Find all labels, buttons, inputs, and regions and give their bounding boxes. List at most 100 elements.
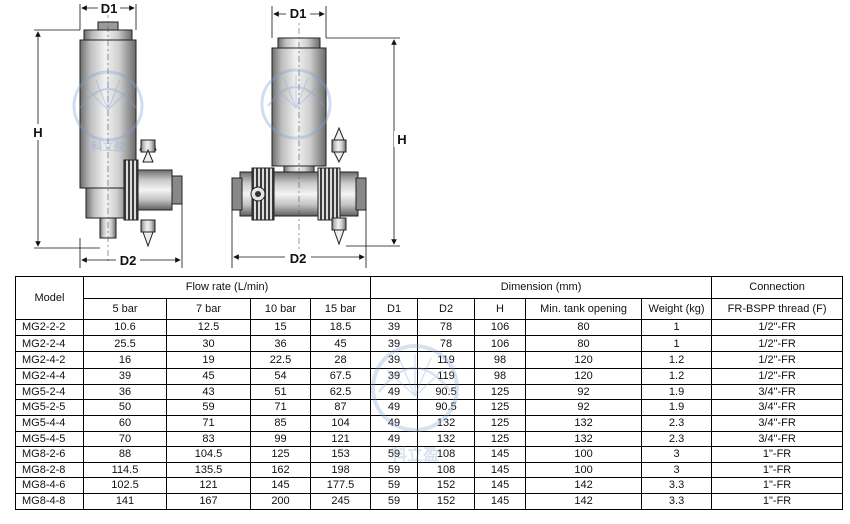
cell-weight: 2.3 <box>641 414 713 432</box>
cell-flow-7-bar: 104.5 <box>166 446 251 463</box>
cell-h: 106 <box>474 318 527 337</box>
cell-thread: 1/2"-FR <box>711 335 844 353</box>
cell-model: MG8-2-6 <box>15 446 84 463</box>
cell-weight: 1.2 <box>641 367 713 385</box>
cell-h: 125 <box>474 383 527 401</box>
cell-d1: 59 <box>370 446 419 463</box>
header-connection: Connection <box>711 276 844 299</box>
cell-h: 98 <box>474 351 527 369</box>
cell-thread: 1/2"-FR <box>711 318 844 337</box>
cell-h: 145 <box>474 461 527 479</box>
cell-d1: 39 <box>370 335 419 353</box>
cell-flow-15-bar: 177.5 <box>309 477 372 494</box>
cell-d2: 108 <box>417 446 476 463</box>
cell-flow-7-bar: 121 <box>166 477 251 494</box>
header-h: H <box>474 298 527 320</box>
cell-thread: 1"-FR <box>711 446 844 463</box>
header-7-bar: 7 bar <box>166 298 251 320</box>
cell-flow-7-bar: 83 <box>166 430 251 448</box>
cell-flow-5-bar: 10.6 <box>83 318 167 337</box>
cell-weight: 3.3 <box>641 492 713 510</box>
header-flow-rate: Flow rate (L/min) <box>82 276 372 299</box>
cell-d1: 49 <box>370 430 419 448</box>
cell-d2: 90.5 <box>417 399 476 416</box>
cell-min-tank-opening: 92 <box>525 383 643 401</box>
cell-flow-10-bar: 125 <box>250 446 311 463</box>
cell-flow-10-bar: 51 <box>250 383 311 401</box>
spec-table-container: Model Flow rate (L/min) Dimension (mm) C… <box>15 276 844 510</box>
header-dimension: Dimension (mm) <box>370 276 713 299</box>
cell-flow-5-bar: 50 <box>83 399 167 416</box>
cell-weight: 3 <box>641 446 713 463</box>
cell-d2: 119 <box>417 351 476 369</box>
cell-d1: 39 <box>370 367 419 385</box>
cell-weight: 1 <box>641 318 713 337</box>
spec-table: Model Flow rate (L/min) Dimension (mm) C… <box>15 276 844 510</box>
cell-h: 125 <box>474 430 527 448</box>
right-d1-label: D1 <box>290 6 307 21</box>
cell-model: MG2-4-4 <box>15 367 84 385</box>
cell-weight: 1.2 <box>641 351 713 369</box>
cell-d1: 49 <box>370 414 419 432</box>
cell-thread: 1"-FR <box>711 461 844 479</box>
cell-min-tank-opening: 120 <box>525 367 643 385</box>
cell-flow-15-bar: 62.5 <box>309 383 372 401</box>
cell-d1: 49 <box>370 399 419 416</box>
cell-d2: 78 <box>417 335 476 353</box>
cell-h: 145 <box>474 446 527 463</box>
cell-model: MG2-4-2 <box>15 351 84 369</box>
cell-thread: 3/4"-FR <box>711 399 844 416</box>
cell-model: MG5-2-4 <box>15 383 84 401</box>
cell-min-tank-opening: 100 <box>525 461 643 479</box>
cell-model: MG2-2-2 <box>15 318 84 337</box>
cell-flow-15-bar: 104 <box>309 414 372 432</box>
right-view: D1 H D2 <box>231 6 410 268</box>
cell-h: 106 <box>474 335 527 353</box>
cell-flow-7-bar: 59 <box>166 399 251 416</box>
cell-flow-7-bar: 12.5 <box>166 318 251 337</box>
cell-flow-15-bar: 153 <box>309 446 372 463</box>
cell-flow-7-bar: 43 <box>166 383 251 401</box>
cell-flow-10-bar: 22.5 <box>250 351 311 369</box>
cell-d2: 132 <box>417 414 476 432</box>
cell-flow-5-bar: 25.5 <box>83 335 167 353</box>
cell-d2: 90.5 <box>417 383 476 401</box>
right-h-label: H <box>397 132 406 147</box>
cell-flow-15-bar: 245 <box>309 492 372 510</box>
header-d2: D2 <box>417 298 476 320</box>
header-min-tank-opening: Min. tank opening <box>525 298 643 320</box>
cell-flow-5-bar: 36 <box>83 383 167 401</box>
header-weight: Weight (kg) <box>641 298 713 320</box>
cell-d2: 152 <box>417 492 476 510</box>
header-model: Model <box>15 276 84 320</box>
right-d2-label: D2 <box>290 251 307 266</box>
cell-flow-5-bar: 141 <box>83 492 167 510</box>
cell-model: MG8-2-8 <box>15 461 84 479</box>
cell-flow-10-bar: 54 <box>250 367 311 385</box>
cell-flow-5-bar: 60 <box>83 414 167 432</box>
cell-d1: 49 <box>370 383 419 401</box>
header-5-bar: 5 bar <box>83 298 167 320</box>
left-d2-label: D2 <box>120 253 137 268</box>
cell-flow-10-bar: 15 <box>250 318 311 337</box>
technical-drawing: D1 H D2 D1 <box>30 1 410 268</box>
cell-thread: 1/2"-FR <box>711 351 844 369</box>
cell-min-tank-opening: 142 <box>525 492 643 510</box>
left-view: D1 H D2 <box>30 1 183 268</box>
cell-flow-7-bar: 19 <box>166 351 251 369</box>
cell-flow-10-bar: 162 <box>250 461 311 479</box>
left-d1-label: D1 <box>101 1 118 16</box>
cell-flow-5-bar: 102.5 <box>83 477 167 494</box>
cell-weight: 2.3 <box>641 430 713 448</box>
cell-min-tank-opening: 80 <box>525 335 643 353</box>
watermark-logo-left: 科立盈 <box>72 70 144 153</box>
cell-flow-15-bar: 67.5 <box>309 367 372 385</box>
cell-weight: 3 <box>641 461 713 479</box>
